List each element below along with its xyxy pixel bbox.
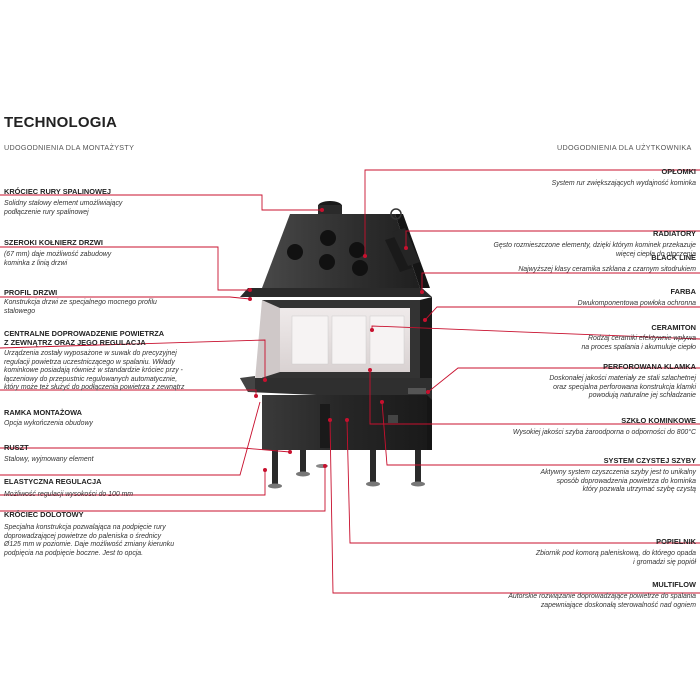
feature-desc-radiators: Gęsto rozmieszczone elementy, dzięki któ… [493,242,696,258]
feature-label-radiators: RADIATORY [653,229,696,238]
feature-label-glass: SZKŁO KOMINKOWE [621,416,696,425]
left-leaders [0,194,326,512]
feature-label-black-line: BLACK LINE [651,253,696,262]
feature-label-ashpan: POPIELNIK [656,537,696,546]
feature-desc-handle: Doskonałej jakości materiały ze stali sz… [549,375,696,400]
feature-label-handle: PERFOROWANA KLAMKA [603,362,696,371]
feature-label-wide-flange: SZEROKI KOŁNIERZ DRZWI [4,238,103,247]
feature-label-flexible-adjust: ELASTYCZNA REGULACJA [4,477,102,486]
feature-desc-ashpan: Zbiornik pod komorą paleniskową, do któr… [535,550,696,566]
feature-desc-air-inlet: Specjalna konstrukcja pozwalająca na pod… [4,524,175,557]
feature-label-ceramiton: CERAMITON [651,323,696,332]
feature-desc-flexible-adjust: Możliwość regulacji wysokości do 100 mm [4,491,134,498]
feature-desc-grate: Stalowy, wyjmowany element [4,456,94,463]
feature-label-flue-collar: KRÓCIEC RURY SPALINOWEJ [4,187,112,196]
feature-label-mounting-frame: RAMKA MONTAŻOWA [4,408,82,417]
feature-desc-clean-glass: Aktywny system czyszczenia szyby jest to… [540,469,696,494]
user-subhead: UDOGODNIENIA DLA UŻYTKOWNIKA [557,143,692,152]
feature-label-grate: RUSZT [4,443,29,452]
feature-desc-glass: Wysokiej jakości szyba żaroodporna o odp… [512,429,696,436]
feature-desc-door-profile: Konstrukcja drzwi ze specjalnego mocnego… [4,299,157,315]
right-leaders [329,169,700,594]
feature-desc-multiflow: Autorskie rozwiązanie doprowadzające pow… [508,593,696,609]
feature-label-door-profile: PROFIL DRZWI [4,288,58,297]
page-title: TECHNOLOGIA [4,114,118,131]
feature-desc-mounting-frame: Opcja wykończenia obudowy [4,420,93,427]
installer-subhead: UDOGODNIENIA DLA MONTAŻYSTY [4,143,135,152]
feature-desc-oplomki: System rur zwiększających wydajność komi… [551,180,696,187]
feature-label-paint: FARBA [670,287,696,296]
base-body-shape [262,395,427,450]
feature-desc-central-air: Urządzenia zostały wyposażone w suwak do… [4,350,185,392]
feature-desc-black-line: Najwyższej klasy ceramika szklana z czar… [518,266,696,273]
feature-label-air-inlet: KRÓCIEC DOLOTOWY [4,510,84,519]
feature-label-clean-glass: SYSTEM CZYSTEJ SZYBY [603,456,696,465]
feature-label-multiflow: MULTIFLOW [652,580,696,589]
hood-shape [262,214,420,288]
feature-label-oplomki: OPŁOMKI [661,167,697,176]
feature-desc-paint: Dwukomponentowa powłoka ochronna [577,300,696,307]
